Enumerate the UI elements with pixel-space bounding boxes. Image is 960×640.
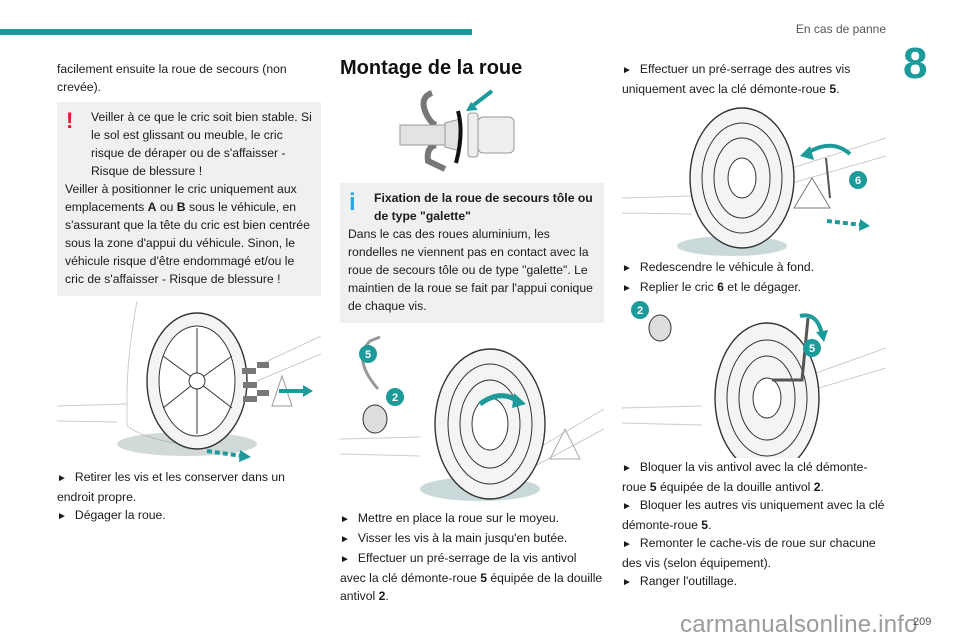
warning-text-2: Veiller à positionner le cric uniquement… [65, 180, 313, 288]
warning-p2e: sous le véhicule, en s'assurant que la t… [65, 200, 310, 286]
warning-p2a: Veiller à positionner le cric uniquement… [65, 182, 297, 214]
warning-text-1: Veiller à ce que le cric soit bien stabl… [65, 108, 313, 180]
lower-jack-illustration: 6 [622, 107, 886, 256]
step-remove-wheel: Dégager la roue. [57, 506, 321, 526]
info-body: Dans le cas des roues aluminium, les ron… [348, 227, 593, 313]
step-pretighten-others: Effectuer un pré-serrage des autres vis … [622, 60, 886, 98]
label-6-badge [849, 171, 867, 189]
rotate-arrow [799, 313, 824, 335]
location-a: A [147, 200, 157, 214]
label-5: 5 [809, 343, 815, 355]
warning-p1: Veiller à ce que le cric soit bien stabl… [91, 110, 312, 178]
label-5-badge [359, 345, 377, 363]
wheel-bolts [242, 362, 269, 402]
column-2: Montage de la roue i Fixation de la roue… [340, 57, 604, 605]
step-remove-bolts: Retirer les vis et les conserver dans un… [57, 468, 321, 506]
chapter-number: 8 [903, 39, 928, 88]
wheel-removal-illustration [57, 300, 321, 462]
info-box: i Fixation de la roue de secours tôle ou… [340, 183, 604, 323]
info-icon: i [349, 189, 356, 216]
section-heading: Montage de la roue [340, 57, 523, 79]
tighten-bolts-illustration: 2 5 [622, 301, 886, 458]
warning-box: ! Veiller à ce que le cric soit bien sta… [57, 102, 321, 296]
jack [549, 427, 581, 460]
wheel-wrench [361, 335, 381, 390]
step-place-wheel: Mettre en place la roue sur le moyeu. [340, 509, 604, 529]
step-refit-covers: Remonter le cache-vis de roue sur chacun… [622, 534, 886, 572]
step-fold-jack: Replier le cric 6 et le dégager. [622, 278, 886, 298]
info-title-text: Fixation de la roue de secours tôle ou d… [374, 191, 593, 223]
label-2-badge [631, 301, 649, 319]
step-lock-antitheft: Bloquer la vis antivol avec la clé démon… [622, 458, 886, 496]
warning-exclamation-icon: ! [66, 108, 74, 133]
step-pretighten-antitheft: Effectuer un pré-serrage de la vis antiv… [340, 549, 604, 605]
arrow-out [826, 219, 863, 227]
info-title: Fixation de la roue de secours tôle ou d… [348, 189, 596, 225]
arrow-out [206, 449, 243, 458]
bolt-washer-illustration [399, 89, 515, 172]
intro-text: facilement ensuite la roue de secours (n… [57, 62, 287, 94]
watermark: carmanualsonline.info [680, 611, 918, 638]
washer [454, 110, 463, 164]
fold-arrow [805, 143, 852, 156]
column-1: facilement ensuite la roue de secours (n… [57, 60, 321, 526]
location-b: B [176, 200, 186, 214]
label-6: 6 [855, 175, 861, 187]
anti-theft-socket [648, 314, 672, 342]
header-accent-bar [0, 29, 472, 35]
column-3: Effectuer un pré-serrage des autres vis … [622, 60, 886, 592]
warning-p2c: ou [156, 200, 177, 214]
mount-wheel-illustration: 5 2 [340, 335, 604, 501]
label-2: 2 [392, 392, 398, 404]
teal-arrow [469, 89, 494, 109]
jack [793, 177, 831, 209]
label-2: 2 [637, 305, 643, 317]
step-lock-others: Bloquer les autres vis uniquement avec l… [622, 496, 886, 534]
wheel-wrench [772, 317, 810, 382]
step-screw-bolts: Visser les vis à la main jusqu'en butée. [340, 529, 604, 549]
label-2-badge [386, 388, 404, 406]
page-number: 209 [913, 616, 932, 628]
step-lower-vehicle: Redescendre le véhicule à fond. [622, 258, 886, 278]
step-store-tools: Ranger l'outillage. [622, 572, 886, 592]
anti-theft-socket [362, 404, 388, 434]
label-5: 5 [365, 349, 371, 361]
section-title: En cas de panne [795, 22, 886, 36]
label-5-badge [803, 339, 821, 357]
